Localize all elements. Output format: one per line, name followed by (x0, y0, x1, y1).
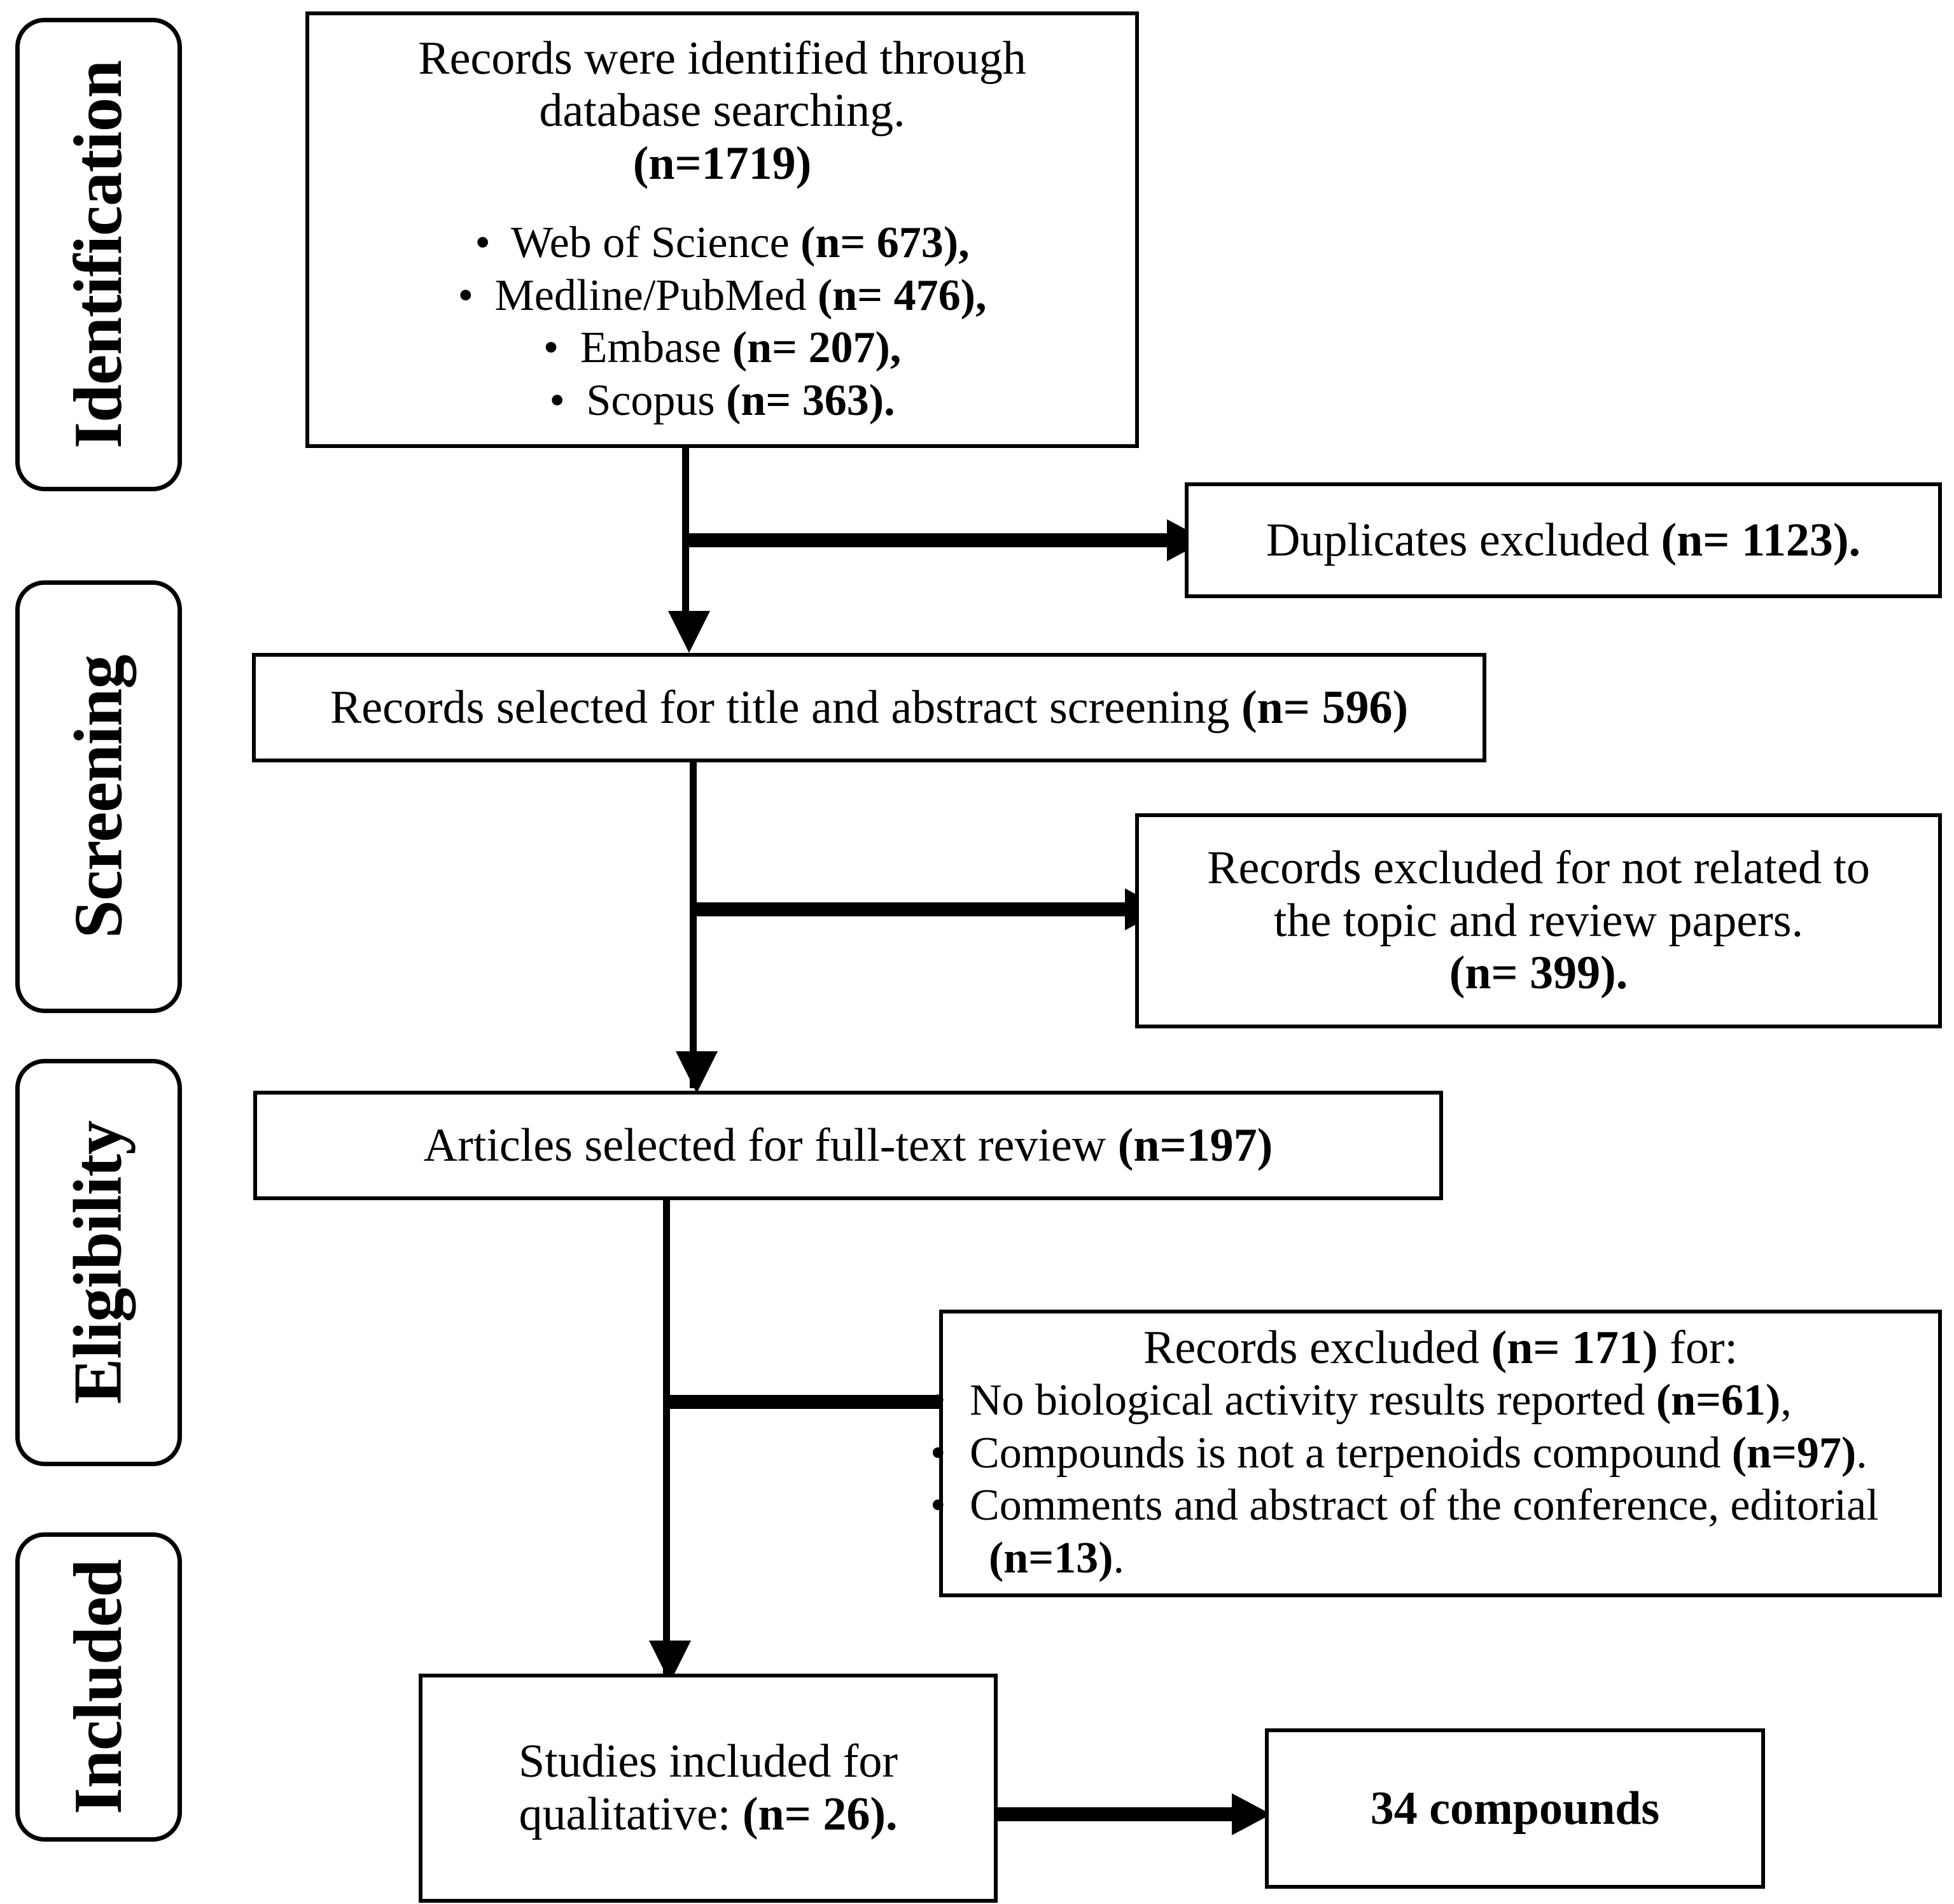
list-item: Web of Science (n= 673), (321, 217, 1124, 270)
screening-excluded-line1: Records excluded for not related to (1207, 841, 1870, 894)
source-name: Web of Science (511, 218, 790, 268)
studies-included-line2: qualitative: (n= 26). (434, 1788, 982, 1841)
box-records-identified: Records were identified through database… (305, 11, 1139, 448)
eligibility-excluded-heading: Records excluded (n= 171) for: (960, 1322, 1922, 1375)
connector-eligibility-to-included (663, 1200, 670, 1677)
connector-screening-to-eligibility (690, 762, 697, 1088)
studies-included-line1: Studies included for (518, 1735, 898, 1788)
reason-count: (n=61) (1656, 1376, 1781, 1425)
fulltext-selected-label: Articles selected for full-text review (423, 1119, 1118, 1172)
screening-selected-count: (n= 596) (1241, 681, 1409, 734)
records-identified-line2: database searching. (539, 85, 905, 137)
reason-text: No biological activity results reported (970, 1376, 1656, 1425)
screening-excluded-count: (n= 399). (1449, 947, 1628, 1000)
stage-label-identification: Identification (60, 60, 137, 449)
eligibility-excluded-heading-label: Records excluded (1143, 1322, 1491, 1375)
source-count: (n= 673), (800, 218, 970, 268)
stage-label-included: Included (60, 1559, 137, 1815)
source-name: Medline/PubMed (494, 270, 807, 320)
list-item: Comments and abstract of the conference,… (960, 1480, 1922, 1585)
list-item: Embase (n= 207), (321, 322, 1124, 375)
eligibility-excluded-heading-tail: for: (1657, 1322, 1738, 1375)
eligibility-exclusion-reason-list: No biological activity results reported … (960, 1375, 1922, 1585)
reason-text: Comments and abstract of the conference,… (970, 1481, 1879, 1530)
source-count: (n= 476), (818, 270, 987, 320)
list-item: Medline/PubMed (n= 476), (321, 270, 1124, 323)
box-duplicates-excluded: Duplicates excluded (n= 1123). (1185, 482, 1942, 598)
box-records-selected-screening: Records selected for title and abstract … (252, 653, 1486, 762)
records-identified-line1: Records were identified through (418, 32, 1026, 85)
list-item: Scopus (n= 363). (321, 375, 1124, 428)
arrowhead-down-to-screening (668, 611, 710, 653)
fulltext-selected-count: (n=197) (1117, 1119, 1273, 1172)
duplicates-excluded-text: Duplicates excluded (n= 1123). (1200, 514, 1927, 567)
stage-pill-eligibility: Eligibility (15, 1059, 182, 1466)
records-identified-count: (n=1719) (632, 137, 812, 190)
screening-selected-label: Records selected for title and abstract … (330, 681, 1241, 734)
box-records-excluded-topic: Records excluded for not related to the … (1135, 813, 1942, 1028)
box-studies-included: Studies included for qualitative: (n= 26… (419, 1674, 998, 1903)
fulltext-selected-text: Articles selected for full-text review (… (269, 1119, 1428, 1172)
source-count: (n= 363). (726, 375, 895, 425)
stage-pill-included: Included (15, 1532, 182, 1842)
database-source-list: Web of Science (n= 673), Medline/PubMed … (321, 217, 1124, 427)
arrowhead-down-to-fulltext (676, 1051, 718, 1093)
list-item: No biological activity results reported … (960, 1375, 1922, 1427)
reason-count: (n=13) (989, 1534, 1113, 1583)
connector-to-duplicates-excluded (686, 533, 1167, 547)
arrowhead-right-to-compounds (1232, 1793, 1271, 1835)
screening-selected-text: Records selected for title and abstract … (267, 682, 1471, 734)
box-records-excluded-eligibility: Records excluded (n= 171) for: No biolog… (939, 1310, 1942, 1597)
stage-label-screening: Screening (60, 655, 136, 939)
studies-included-label: qualitative: (519, 1788, 743, 1840)
reason-text: Compounds is not a terpenoids compound (970, 1428, 1732, 1478)
reason-tail: . (1856, 1428, 1867, 1478)
duplicates-excluded-label: Duplicates excluded (1266, 514, 1661, 566)
connector-included-to-compounds (998, 1807, 1232, 1821)
reason-tail: . (1113, 1534, 1124, 1583)
eligibility-excluded-heading-count: (n= 171) (1491, 1322, 1658, 1375)
connector-to-screening-excluded (694, 902, 1125, 916)
stage-pill-screening: Screening (15, 580, 182, 1013)
screening-excluded-line2: the topic and review papers. (1273, 894, 1804, 947)
connector-identification-to-screening (682, 448, 689, 639)
reason-tail: , (1780, 1376, 1792, 1425)
connector-to-eligibility-excluded (667, 1395, 942, 1409)
box-compounds: 34 compounds (1265, 1728, 1765, 1889)
stage-label-eligibility: Eligibility (60, 1121, 137, 1404)
box-articles-fulltext-review: Articles selected for full-text review (… (253, 1091, 1443, 1200)
source-count: (n= 207), (732, 323, 902, 373)
source-name: Scopus (586, 375, 715, 425)
stage-pill-identification: Identification (15, 18, 182, 491)
duplicates-excluded-count: (n= 1123). (1661, 514, 1861, 566)
reason-count: (n=97) (1731, 1428, 1857, 1478)
source-name: Embase (580, 323, 722, 373)
studies-included-count: (n= 26). (742, 1788, 898, 1840)
list-item: Compounds is not a terpenoids compound (… (960, 1427, 1922, 1480)
compounds-text: 34 compounds (1370, 1782, 1660, 1835)
